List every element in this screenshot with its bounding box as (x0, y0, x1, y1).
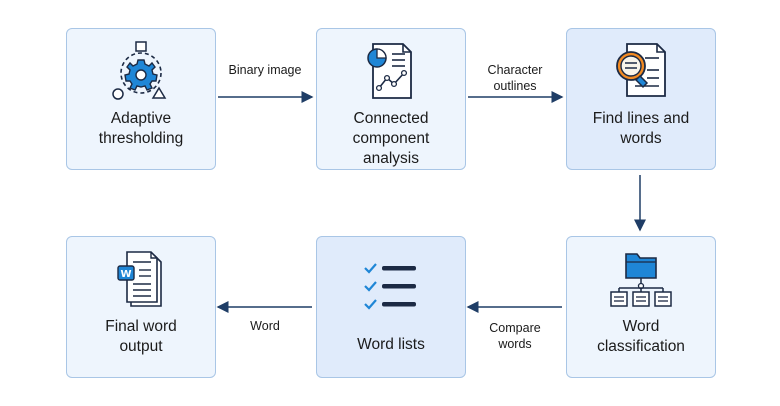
node-label: Connected component analysis (352, 110, 430, 167)
folder-hierarchy-icon (606, 247, 676, 311)
node-label: Word classification (597, 318, 685, 355)
node-label: Final word output (105, 318, 177, 355)
svg-text:W: W (120, 269, 131, 280)
word-document-icon: W (106, 247, 176, 311)
node-find-lines-and-words: Find lines and words (566, 28, 716, 170)
node-final-word-output: W Final word output (66, 236, 216, 378)
checklist-icon (356, 255, 426, 319)
node-word-classification: Word classification (566, 236, 716, 378)
document-search-icon (606, 39, 676, 103)
node-word-lists: Word lists (316, 236, 466, 378)
edge-label-character-outlines: Character outlines (487, 63, 543, 93)
node-label: Find lines and words (592, 110, 690, 147)
edge-label-compare-words: Compare words (489, 321, 541, 351)
report-chart-icon (356, 39, 426, 103)
edge-label-binary-image: Binary image (228, 63, 302, 77)
gear-shapes-icon (106, 39, 176, 103)
edge-label-word: Word (250, 319, 280, 333)
node-connected-component-analysis: Connected component analysis (316, 28, 466, 170)
node-label: Word lists (357, 336, 425, 353)
node-adaptive-thresholding: Adaptive thresholding (66, 28, 216, 170)
node-label: Adaptive thresholding (98, 110, 184, 147)
